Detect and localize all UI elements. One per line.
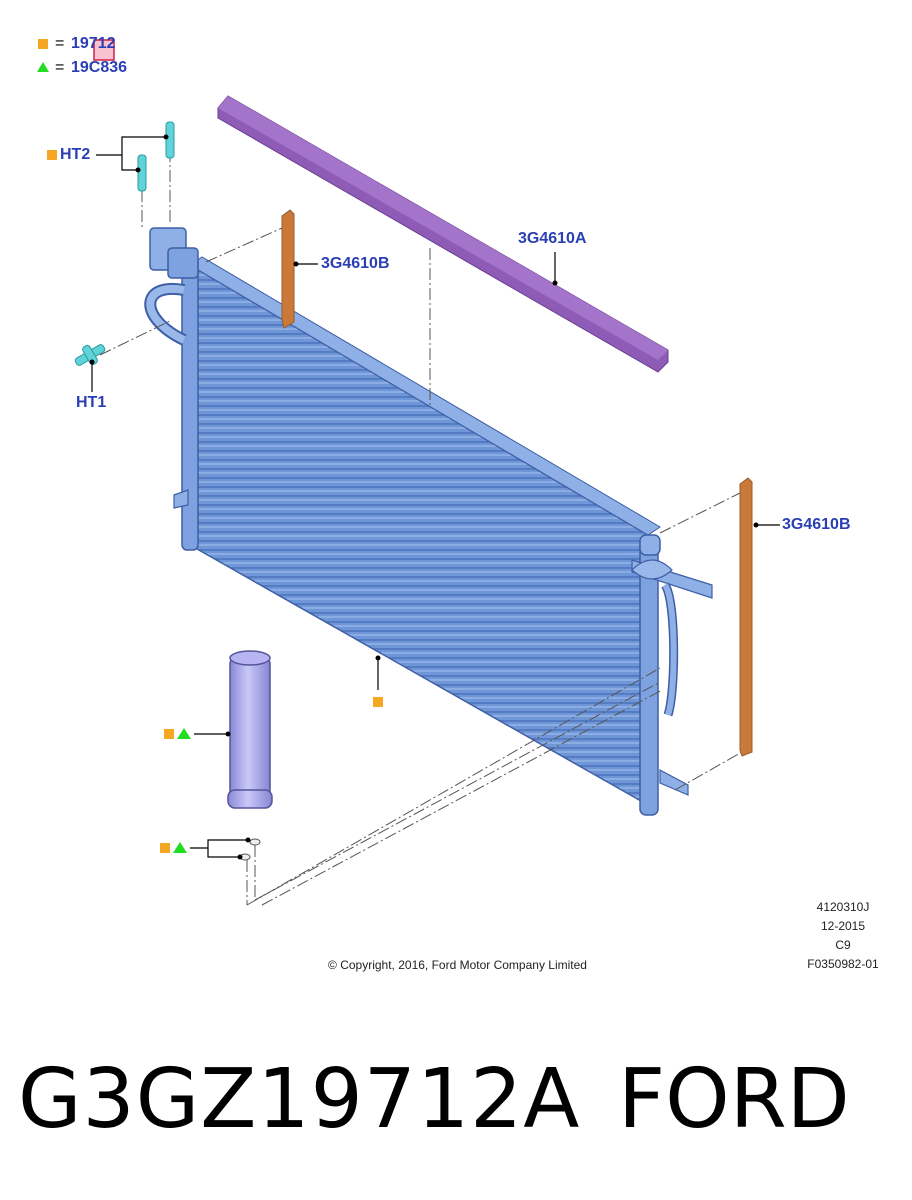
condenser-exploded-diagram: [37, 39, 780, 906]
oring-orange-square-icon: [160, 843, 170, 853]
info-line-2: 12-2015: [820, 919, 866, 933]
callout-ht2: HT2: [60, 146, 91, 163]
leader-lines: [91, 136, 780, 858]
marker-symbols: [37, 39, 383, 853]
seal-3g4610b-left: [281, 209, 295, 329]
receiver-dryer: [227, 650, 273, 861]
condenser-orange-square-icon: [373, 697, 383, 707]
condenser-core: [144, 227, 713, 816]
legend-green-triangle-icon: [37, 62, 49, 72]
assembly-lines: [99, 150, 743, 906]
part-number: G3GZ19712A: [18, 1052, 581, 1147]
leader-dots: [89, 134, 759, 860]
ht2-fittings: [137, 121, 175, 192]
info-line-4: F0350982-01: [807, 957, 879, 971]
seal-3g4610b-right: [739, 477, 753, 757]
info-line-3: C9: [835, 938, 851, 952]
legend-eq-2: =: [55, 59, 65, 76]
callout-3g4610b-left: 3G4610B: [321, 255, 390, 272]
ht2-orange-square-icon: [47, 150, 57, 160]
copyright: © Copyright, 2016, Ford Motor Company Li…: [328, 958, 587, 972]
legend-code-19712: 19712: [71, 35, 116, 52]
callout-3g4610a: 3G4610A: [518, 230, 587, 247]
legend-eq-1: =: [55, 35, 65, 52]
legend-code-19c836: 19C836: [71, 59, 128, 76]
callout-ht1: HT1: [76, 394, 107, 411]
callout-3g4610b-right: 3G4610B: [782, 516, 851, 533]
dryer-orange-square-icon: [164, 729, 174, 739]
highlight-box: [93, 39, 115, 61]
dryer-green-triangle-icon: [177, 728, 191, 739]
info-line-1: 4120310J: [816, 900, 870, 914]
legend-orange-square-icon: [38, 39, 48, 49]
ht1-fitting: [74, 344, 106, 366]
brand-name: FORD: [618, 1052, 850, 1147]
oring-green-triangle-icon: [173, 842, 187, 853]
